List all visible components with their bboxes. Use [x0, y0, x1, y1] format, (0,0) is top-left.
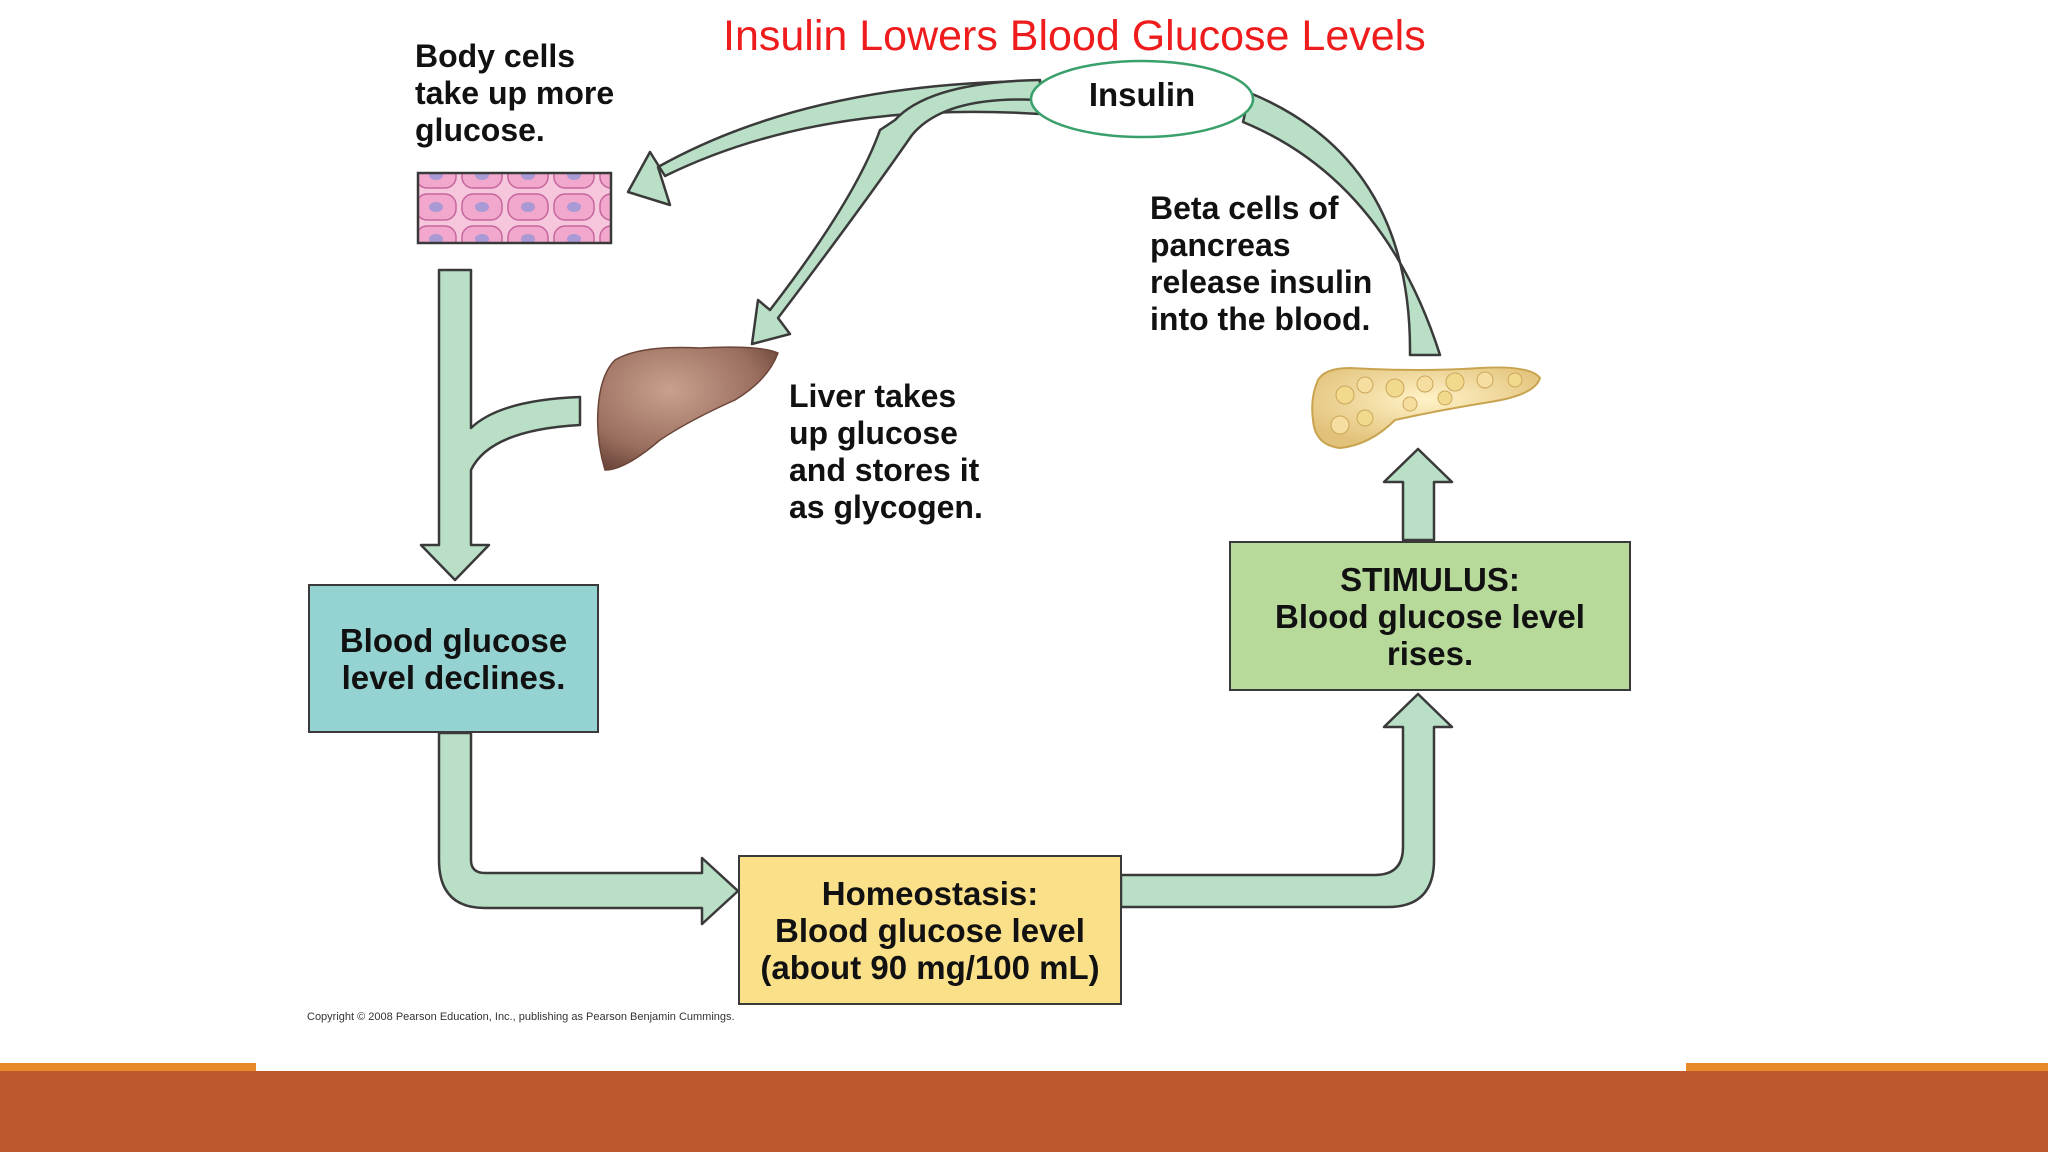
footer-bar	[0, 1071, 2048, 1152]
homeostasis-line: Homeostasis:	[821, 874, 1039, 912]
declines-line: Blood glucose	[339, 621, 568, 659]
arrow-homeostasis-to-stimulus	[1119, 692, 1454, 909]
copyright-text: Copyright © 2008 Pearson Education, Inc.…	[307, 1011, 735, 1023]
liver-text: Liver takes up glucose and stores it as …	[789, 378, 983, 526]
body-cells-line: glucose.	[415, 112, 545, 148]
cell-tissue-icon	[416, 171, 613, 245]
beta-cells-line: Beta cells of	[1150, 190, 1339, 226]
body-cells-line: Body cells	[415, 38, 576, 74]
insulin-label: Insulin	[1088, 76, 1196, 113]
homeostasis-box: Homeostasis: Blood glucose level (about …	[738, 855, 1122, 1005]
footer-accent-right	[1686, 1063, 2048, 1071]
stimulus-line: rises.	[1386, 634, 1474, 672]
liver-line: as glycogen.	[789, 489, 983, 525]
homeostasis-line: Blood glucose level	[775, 911, 1085, 949]
homeostasis-line: (about 90 mg/100 mL)	[760, 948, 1100, 986]
declines-line: level declines.	[341, 658, 566, 696]
liver-line: up glucose	[789, 415, 958, 451]
beta-cells-line: into the blood.	[1150, 301, 1371, 337]
footer-accent-left	[0, 1063, 256, 1071]
stimulus-line: STIMULUS:	[1340, 560, 1520, 598]
stimulus-box: STIMULUS: Blood glucose level rises.	[1229, 541, 1631, 691]
beta-cells-text: Beta cells of pancreas release insulin i…	[1150, 190, 1372, 338]
pancreas-icon	[1311, 366, 1542, 450]
arrow-insulin-to-liver	[750, 78, 1042, 346]
arrow-declines-to-homeostasis	[437, 731, 740, 926]
body-cells-line: take up more	[415, 75, 615, 111]
diagram-title: Insulin Lowers Blood Glucose Levels	[723, 12, 1426, 60]
arrow-stimulus-to-pancreas	[1382, 447, 1454, 542]
arrow-cells-liver-to-declines	[419, 268, 582, 582]
beta-cells-line: release insulin	[1150, 264, 1373, 300]
insulin-ellipse	[1029, 59, 1255, 139]
declines-box: Blood glucose level declines.	[308, 584, 599, 733]
liver-icon	[596, 346, 779, 471]
beta-cells-line: pancreas	[1150, 227, 1291, 263]
stimulus-line: Blood glucose level	[1275, 597, 1585, 635]
liver-line: and stores it	[789, 452, 980, 488]
arrow-pancreas-to-insulin	[1241, 91, 1442, 357]
liver-line: Liver takes	[789, 378, 957, 414]
body-cells-text: Body cells take up more glucose.	[415, 38, 614, 149]
